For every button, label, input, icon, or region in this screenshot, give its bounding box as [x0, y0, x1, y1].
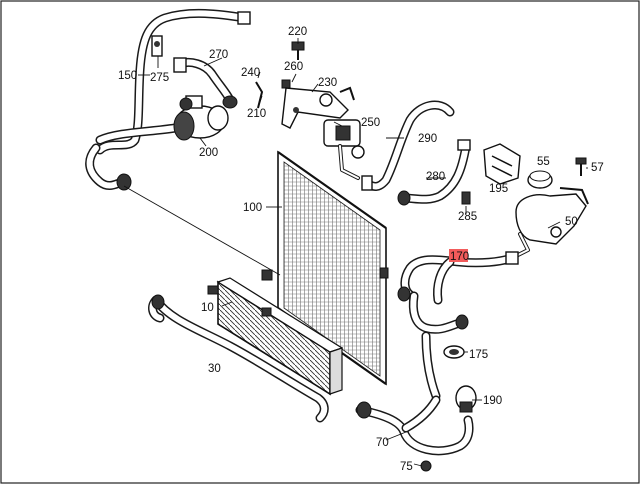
callout-195[interactable]: 195 — [489, 183, 508, 195]
coolant-hose-30[interactable] — [148, 294, 329, 423]
callout-290[interactable]: 290 — [418, 133, 437, 145]
callout-57[interactable]: 57 — [591, 162, 604, 174]
callout-175[interactable]: 175 — [469, 349, 488, 361]
coolant-hose-290[interactable] — [361, 100, 455, 191]
drain-plug-75[interactable] — [420, 460, 432, 472]
callout-285[interactable]: 285 — [458, 211, 477, 223]
callout-270[interactable]: 270 — [209, 49, 228, 61]
callout-75[interactable]: 75 — [400, 461, 413, 473]
callout-240[interactable]: 240 — [241, 67, 260, 79]
bracket-195[interactable] — [483, 143, 521, 185]
hose-clamp-175[interactable] — [443, 345, 465, 359]
callout-170-highlight — [449, 249, 468, 262]
thermostat-housing[interactable] — [455, 385, 477, 413]
callout-275[interactable]: 275 — [150, 72, 169, 84]
callout-220[interactable]: 220 — [288, 26, 307, 38]
callout-190[interactable]: 190 — [483, 395, 502, 407]
temperature-sensor-285[interactable] — [461, 191, 471, 205]
coolant-hose-70[interactable] — [355, 395, 474, 456]
callout-150[interactable]: 150 — [118, 70, 137, 82]
coolant-hose-left[interactable] — [85, 123, 180, 191]
valve-bracket-230[interactable] — [281, 86, 355, 129]
callout-200[interactable]: 200 — [199, 147, 218, 159]
coolant-valve-250[interactable] — [323, 119, 365, 180]
callout-100[interactable]: 100 — [243, 202, 262, 214]
callout-170[interactable]: 170 — [450, 251, 469, 263]
coolant-hose-280[interactable] — [397, 139, 471, 206]
callout-55[interactable]: 55 — [537, 156, 550, 168]
callout-230[interactable]: 230 — [318, 77, 337, 89]
electric-water-pump[interactable] — [173, 95, 229, 141]
expansion-tank-cap-55[interactable] — [527, 170, 553, 189]
coolant-hose-150[interactable] — [95, 8, 251, 155]
callout-70[interactable]: 70 — [376, 437, 389, 449]
callout-30[interactable]: 30 — [208, 363, 221, 375]
callout-210[interactable]: 210 — [247, 108, 266, 120]
callout-50[interactable]: 50 — [565, 216, 578, 228]
callout-260[interactable]: 260 — [284, 61, 303, 73]
callout-10[interactable]: 10 — [201, 302, 214, 314]
coolant-hose-270[interactable] — [173, 57, 238, 109]
expansion-tank-50[interactable] — [514, 187, 589, 258]
leader-lines — [123, 38, 588, 467]
bolt-220[interactable] — [291, 41, 305, 60]
callout-labels: 150 275 270 200 240 210 220 260 230 250 … — [118, 26, 604, 473]
coolant-hose-170[interactable] — [400, 251, 519, 305]
auxiliary-cooler[interactable] — [207, 277, 344, 396]
coolant-hose-right-lower[interactable] — [397, 286, 469, 401]
bracket-275[interactable] — [151, 35, 163, 57]
bolt-260[interactable] — [281, 79, 291, 89]
bolt-57[interactable] — [575, 157, 587, 176]
callout-280[interactable]: 280 — [426, 171, 445, 183]
callout-250[interactable]: 250 — [361, 117, 380, 129]
